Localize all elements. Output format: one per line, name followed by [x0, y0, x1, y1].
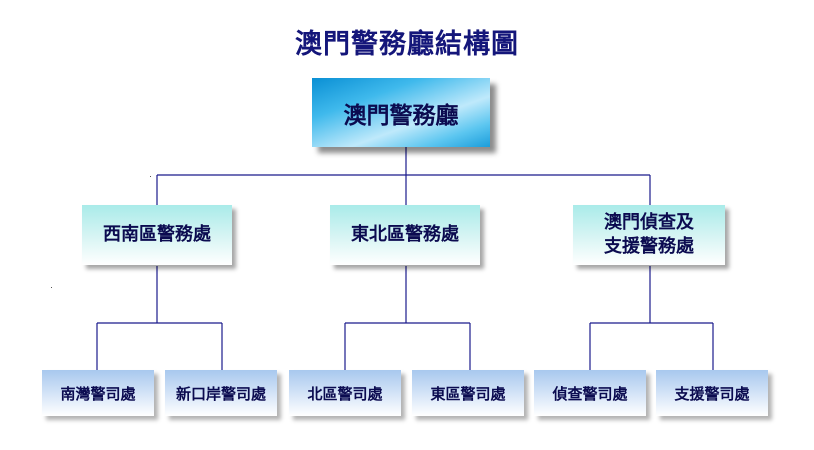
- unit-node-label: 偵查警司處: [552, 384, 628, 403]
- unit-node-east: 東區警司處: [412, 370, 524, 416]
- division-node-investigation-support: 澳門偵查及 支援警務處: [573, 205, 725, 265]
- stray-dot: [150, 176, 151, 177]
- division-node-label: 澳門偵查及 支援警務處: [604, 212, 694, 257]
- unit-node-north: 北區警司處: [289, 370, 401, 416]
- diagram-title: 澳門警務廳結構圖: [295, 29, 519, 60]
- unit-node-label: 支援警司處: [674, 384, 750, 403]
- unit-node-label: 南灣警司處: [60, 384, 136, 403]
- unit-node-nape: 新口岸警司處: [165, 370, 277, 416]
- unit-node-label: 新口岸警司處: [175, 384, 266, 403]
- unit-node-label: 東區警司處: [430, 384, 506, 403]
- unit-node-support: 支援警司處: [656, 370, 768, 416]
- unit-node-label: 北區警司處: [307, 384, 383, 403]
- stray-dot: [51, 287, 52, 288]
- root-node: 澳門警務廳: [312, 78, 490, 147]
- unit-node-investigation: 偵查警司處: [534, 370, 646, 416]
- division-node-northeast: 東北區警務處: [330, 205, 480, 265]
- division-node-label: 東北區警務處: [351, 224, 459, 245]
- unit-node-nam-van: 南灣警司處: [42, 370, 154, 416]
- division-node-label: 西南區警務處: [103, 224, 211, 245]
- root-node-label: 澳門警務廳: [343, 102, 459, 129]
- division-node-southwest: 西南區警務處: [82, 205, 232, 265]
